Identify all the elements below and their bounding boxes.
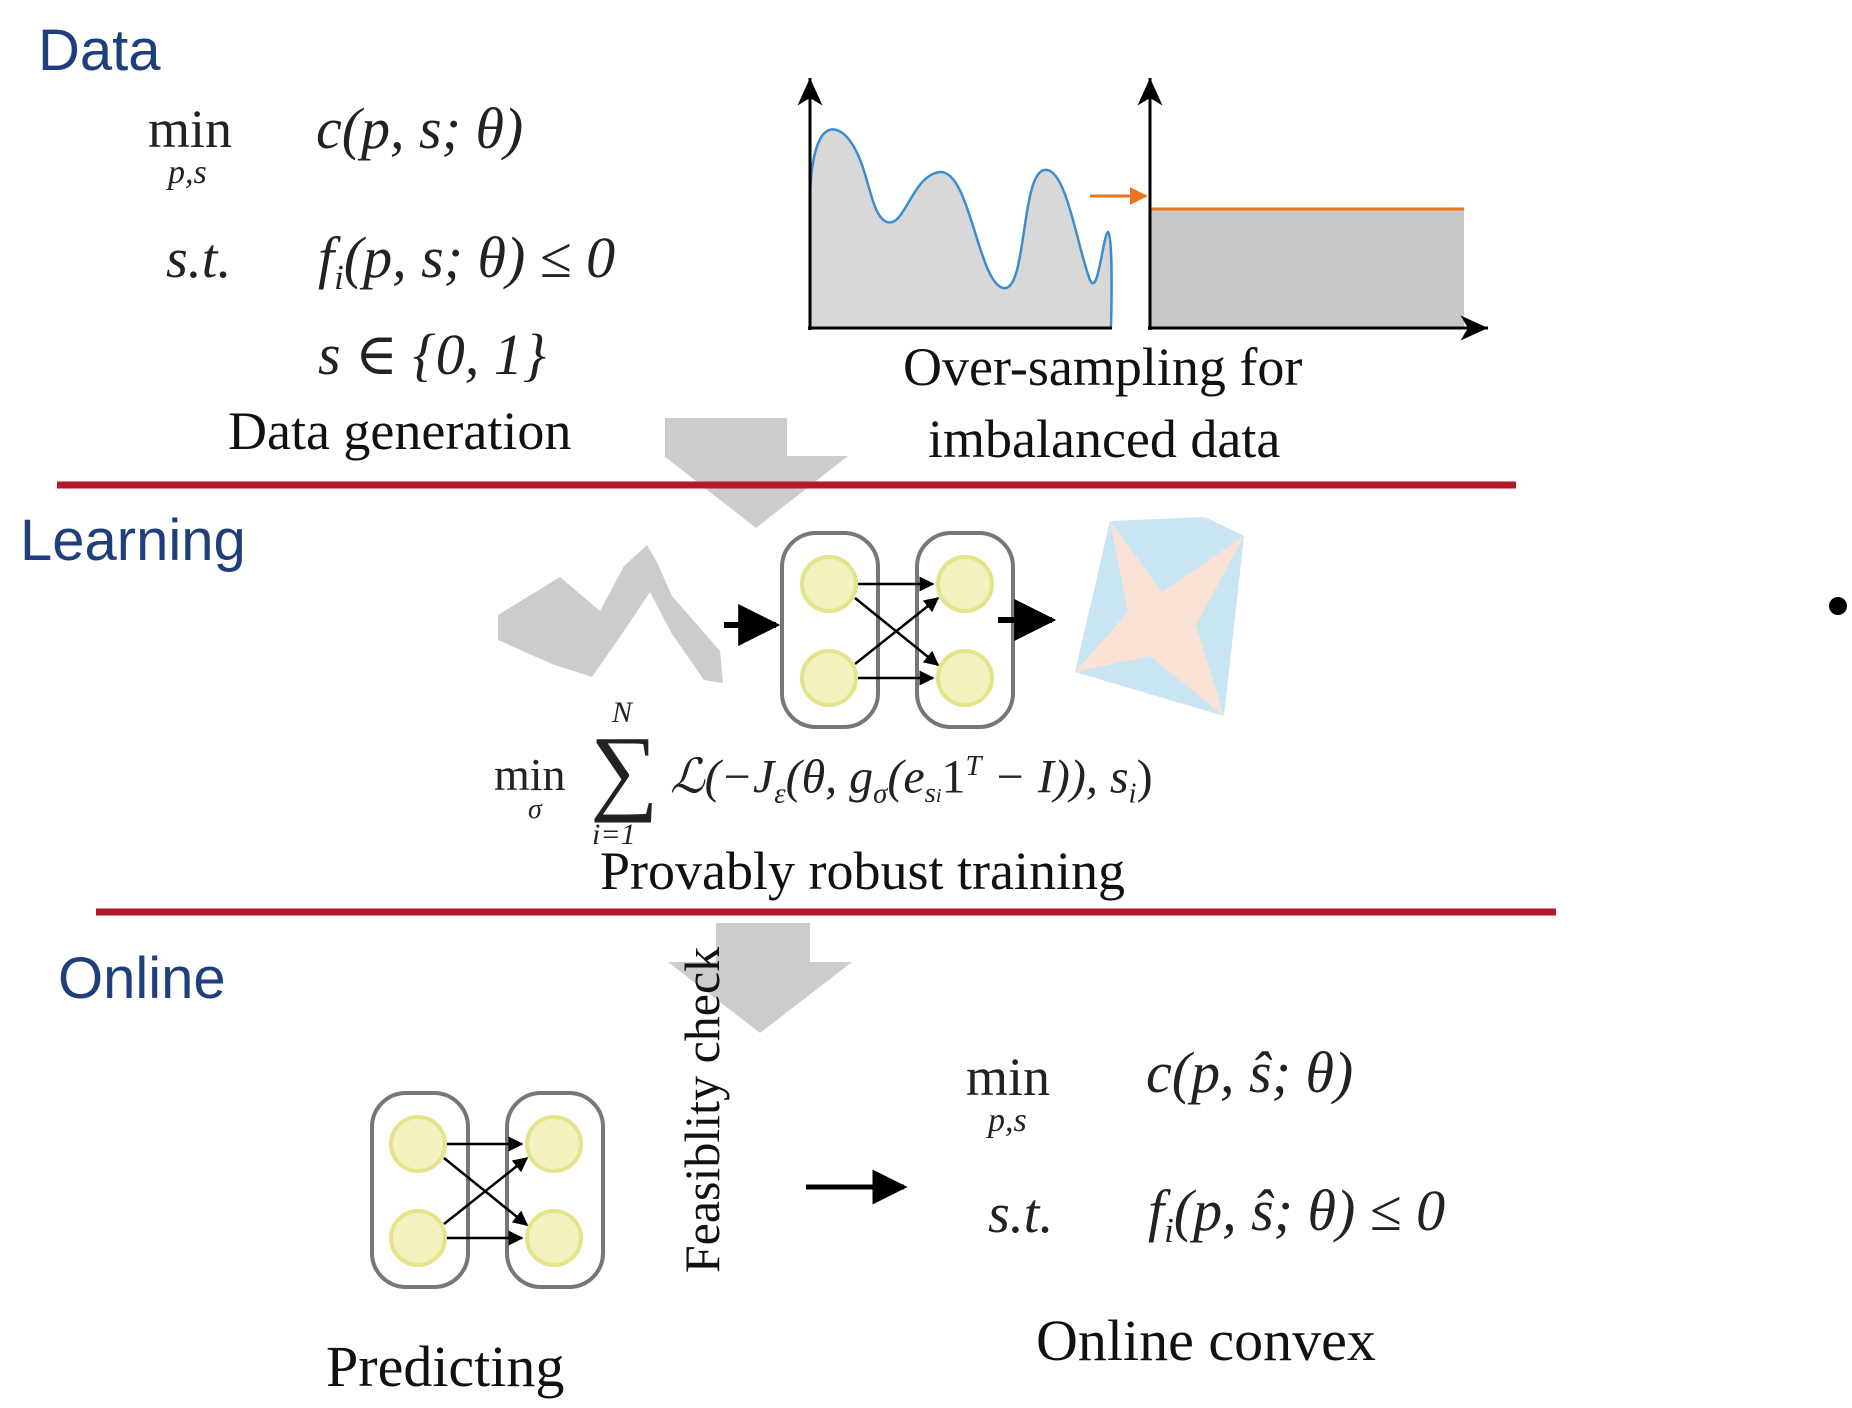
balanced-chart xyxy=(1137,78,1488,341)
grey-data-shape xyxy=(498,545,723,683)
polytope xyxy=(1075,517,1244,716)
learning-network xyxy=(780,531,1015,729)
edge xyxy=(443,1157,529,1225)
caption-oversampling-line2: imbalanced data xyxy=(928,409,1281,469)
caption-oversampling-line1: Over-sampling for xyxy=(903,337,1303,397)
data-binary-constraint: s ∈ {0, 1} xyxy=(318,322,546,387)
online-st: s.t. xyxy=(988,1183,1054,1245)
data-st: s.t. xyxy=(166,228,232,290)
lf-sum: ∑ xyxy=(590,716,659,823)
neuron xyxy=(800,649,858,707)
online-objective: c(p, ŝ; θ) xyxy=(1146,1040,1354,1105)
neuron xyxy=(936,649,994,707)
data-constraint: fi(p, s; θ) ≤ 0 xyxy=(318,225,616,298)
caption-data-generation: Data generation xyxy=(228,401,572,461)
neuron xyxy=(389,1115,447,1173)
section-title-online: Online xyxy=(58,946,226,1011)
section-title-data: Data xyxy=(38,18,161,83)
lf-body: ℒ(−Jε(θ, gσ(esi1T − I)), si) xyxy=(670,750,1153,810)
edge xyxy=(854,597,940,665)
data-objective: c(p, s; θ) xyxy=(316,96,524,161)
lf-sum-top: N xyxy=(612,696,633,729)
section-title-learning: Learning xyxy=(20,508,246,573)
online-constraint: fi(p, ŝ; θ) ≤ 0 xyxy=(1148,1178,1446,1251)
neuron xyxy=(800,555,858,613)
balanced-area xyxy=(1150,209,1464,327)
caption-online-convex: Online convex xyxy=(1036,1308,1376,1373)
imbalanced-curve xyxy=(808,128,1113,328)
down-arrow-1 xyxy=(664,418,848,528)
neuron xyxy=(936,555,994,613)
caption-feasibility-check: Feasiblity check xyxy=(674,946,730,1274)
lf-min-under: σ xyxy=(528,794,542,825)
down-arrow-2 xyxy=(668,923,852,1033)
online-min: min xyxy=(966,1047,1051,1107)
predicting-network xyxy=(370,1091,605,1289)
neuron xyxy=(389,1209,447,1267)
imbalanced-area xyxy=(810,129,1112,327)
imbalanced-chart xyxy=(797,78,1113,330)
polytope-star xyxy=(1075,521,1244,716)
neuron xyxy=(525,1115,583,1173)
lf-min: min xyxy=(494,749,566,800)
caption-predicting: Predicting xyxy=(326,1334,565,1399)
online-min-under: p,s xyxy=(988,1102,1027,1139)
caption-robust-training: Provably robust training xyxy=(600,841,1125,901)
neuron xyxy=(525,1209,583,1267)
data-min: min xyxy=(148,99,233,159)
dot xyxy=(1829,597,1847,615)
lf-sum-bottom: i=1 xyxy=(592,818,636,851)
data-min-under: p,s xyxy=(168,154,207,191)
